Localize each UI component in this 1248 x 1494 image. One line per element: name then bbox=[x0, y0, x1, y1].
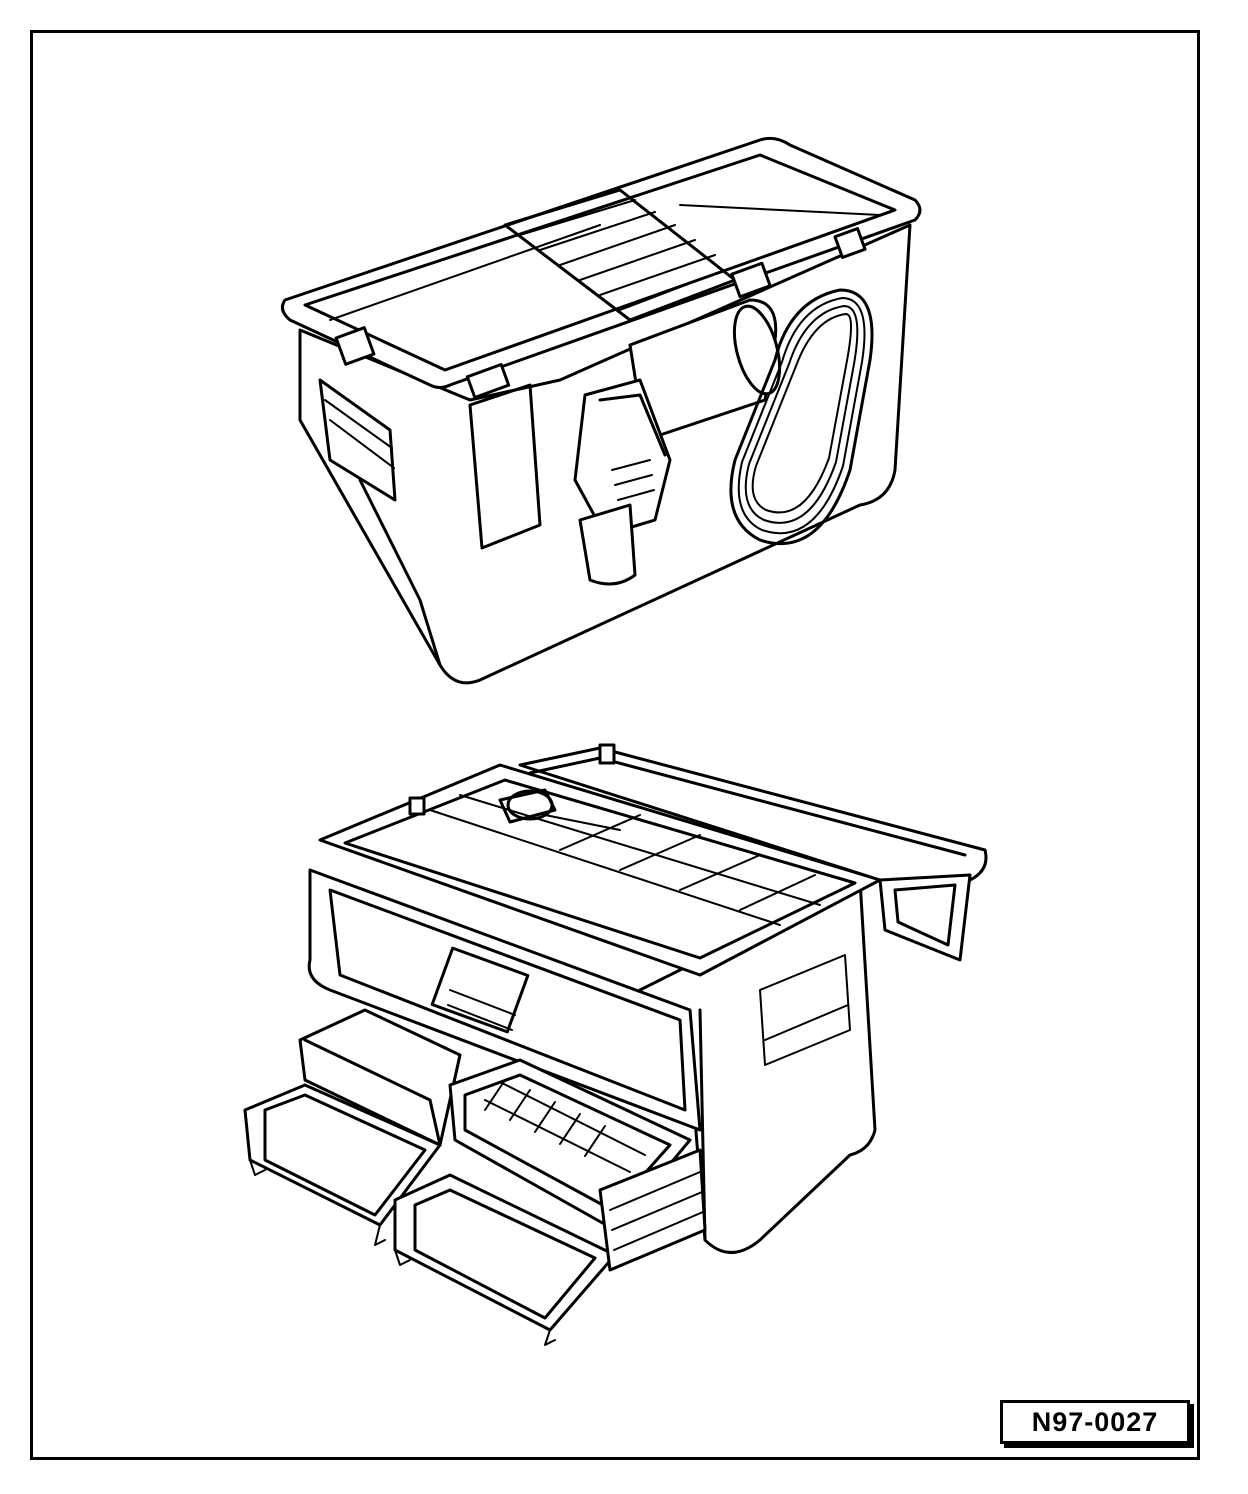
latch-far bbox=[833, 227, 867, 259]
latch-right bbox=[730, 261, 772, 299]
pump-head bbox=[573, 378, 672, 537]
closed-storage-box-icon bbox=[280, 136, 922, 685]
figure-label: N97-0027 bbox=[1000, 1400, 1190, 1444]
latch-middle bbox=[465, 363, 511, 399]
open-storage-box-with-drawers-icon bbox=[243, 743, 988, 1346]
label-plate bbox=[468, 383, 542, 550]
tray-tool bbox=[498, 788, 557, 824]
side-handle bbox=[318, 378, 397, 502]
coiled-hose-icon bbox=[729, 288, 874, 546]
drawer-bottom bbox=[393, 1148, 707, 1346]
box-corner bbox=[358, 478, 442, 667]
box-lid bbox=[280, 136, 922, 389]
figure-frame bbox=[30, 30, 1200, 1460]
latch-left bbox=[334, 326, 376, 366]
pump-nozzle bbox=[578, 503, 637, 586]
box-lid-inner bbox=[303, 153, 897, 372]
